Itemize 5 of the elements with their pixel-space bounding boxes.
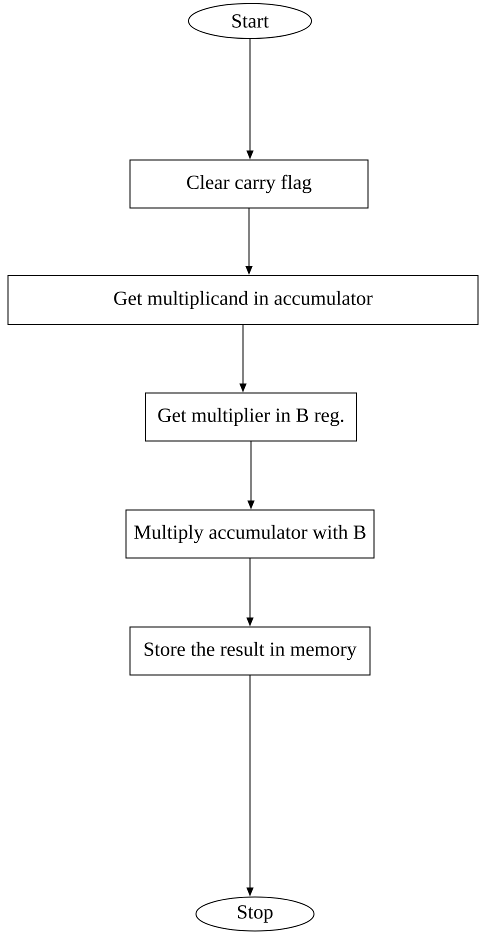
process-box: Multiply accumulator with B [126, 510, 374, 558]
process-box: Get multiplicand in accumulator [8, 275, 478, 325]
process-box: Get multiplier in B reg. [145, 392, 357, 442]
process-box: Store the result in memory [130, 626, 370, 676]
process-box: Clear carry flag [130, 160, 368, 208]
